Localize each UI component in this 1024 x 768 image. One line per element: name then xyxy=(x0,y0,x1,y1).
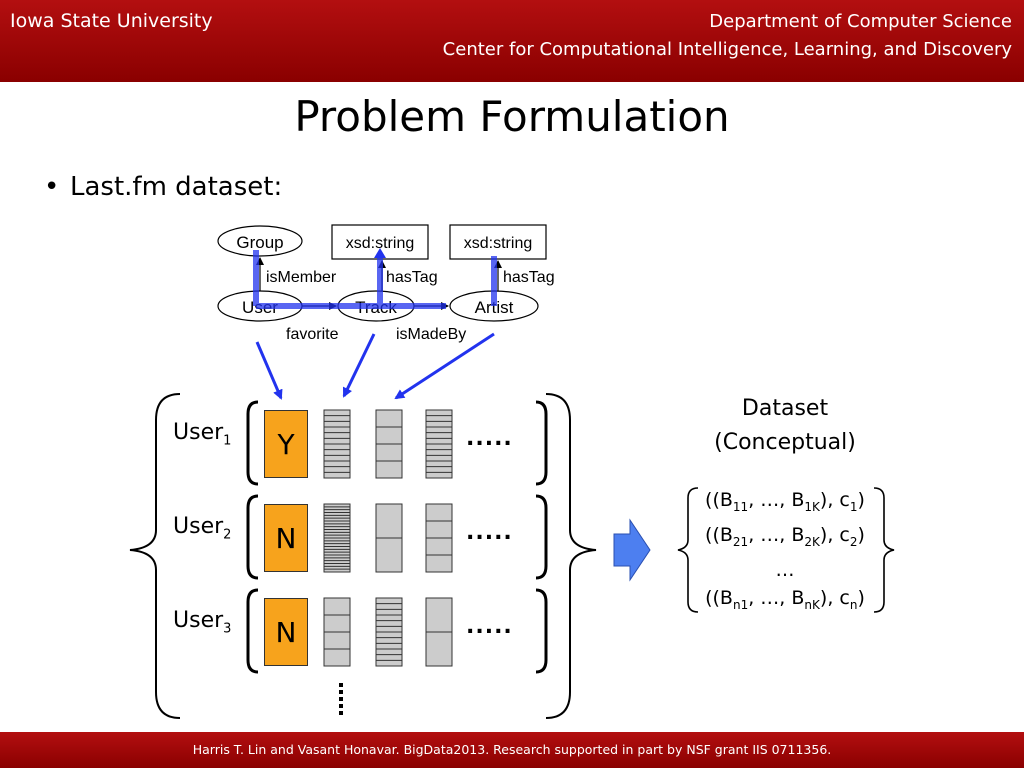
hastag-label-2: hasTag xyxy=(503,269,555,286)
xsd-string-node-2 xyxy=(449,224,547,260)
bullet-dot: • xyxy=(44,172,60,202)
user-label-3: User3 xyxy=(173,608,232,637)
dataset-left-brace xyxy=(677,487,699,613)
row-brackets xyxy=(246,400,548,674)
xsd-string-label-2: xsd:string xyxy=(464,235,532,252)
class-label-1: Y xyxy=(264,410,308,478)
group-node xyxy=(217,225,303,257)
bins-group xyxy=(323,409,453,667)
more-bags-2: ..... xyxy=(466,520,513,545)
arrow-to-artist-bag xyxy=(394,332,495,400)
slide-title: Problem Formulation xyxy=(294,92,730,141)
header-bar: Iowa State University Department of Comp… xyxy=(0,0,1024,82)
department-info: Department of Computer Science Center fo… xyxy=(443,8,1012,64)
group-node-label: Group xyxy=(236,233,283,252)
xsd-string-label-1: xsd:string xyxy=(346,235,414,252)
more-bags-3: ..... xyxy=(466,614,513,639)
dataset-row-n: ((Bn1, …, BnK), cn) xyxy=(705,586,865,612)
dataset-right-brace xyxy=(873,487,895,613)
center-name: Center for Computational Intelligence, L… xyxy=(442,39,1012,60)
dataset-title-line2: (Conceptual) xyxy=(714,430,856,455)
department-name: Department of Computer Science xyxy=(709,11,1012,32)
dataset-row-2: ((B21, …, B2K), c2) xyxy=(705,523,865,549)
more-bags-1: ..... xyxy=(466,426,513,451)
university-name: Iowa State University xyxy=(10,10,213,32)
ismember-label: isMember xyxy=(266,269,337,286)
vertical-ellipsis xyxy=(339,683,343,715)
bullet-item: • Last.fm dataset: xyxy=(44,172,282,202)
dataset-row-1: ((B11, …, B1K), c1) xyxy=(705,489,865,514)
outer-left-brace xyxy=(129,393,181,719)
arrow-to-track-bag xyxy=(342,333,376,398)
dataset-title: Dataset (Conceptual) xyxy=(690,392,880,460)
favorite-label: favorite xyxy=(286,326,339,343)
arrow-to-class xyxy=(255,341,283,400)
hastag-label-1: hasTag xyxy=(386,269,438,286)
outer-right-brace xyxy=(545,393,597,719)
bullet-text: Last.fm dataset: xyxy=(70,172,283,202)
dataset-ellipsis: … xyxy=(775,558,795,581)
user-label-1: User1 xyxy=(173,420,232,449)
ismadeby-label: isMadeBy xyxy=(396,326,466,343)
footer-citation: Harris T. Lin and Vasant Honavar. BigDat… xyxy=(0,732,1024,768)
user-label-2: User2 xyxy=(173,514,232,543)
dataset-title-line1: Dataset xyxy=(741,396,829,421)
class-label-2: N xyxy=(264,504,308,572)
dataset-rows: ((B11, …, B1K), c1) ((B21, …, B2K), c2) … xyxy=(690,486,880,618)
artist-node-label: Artist xyxy=(475,298,514,317)
block-arrow-right xyxy=(613,518,651,582)
highlighted-path xyxy=(253,250,497,309)
highlight-arrowhead xyxy=(374,248,386,258)
class-label-3: N xyxy=(264,598,308,666)
